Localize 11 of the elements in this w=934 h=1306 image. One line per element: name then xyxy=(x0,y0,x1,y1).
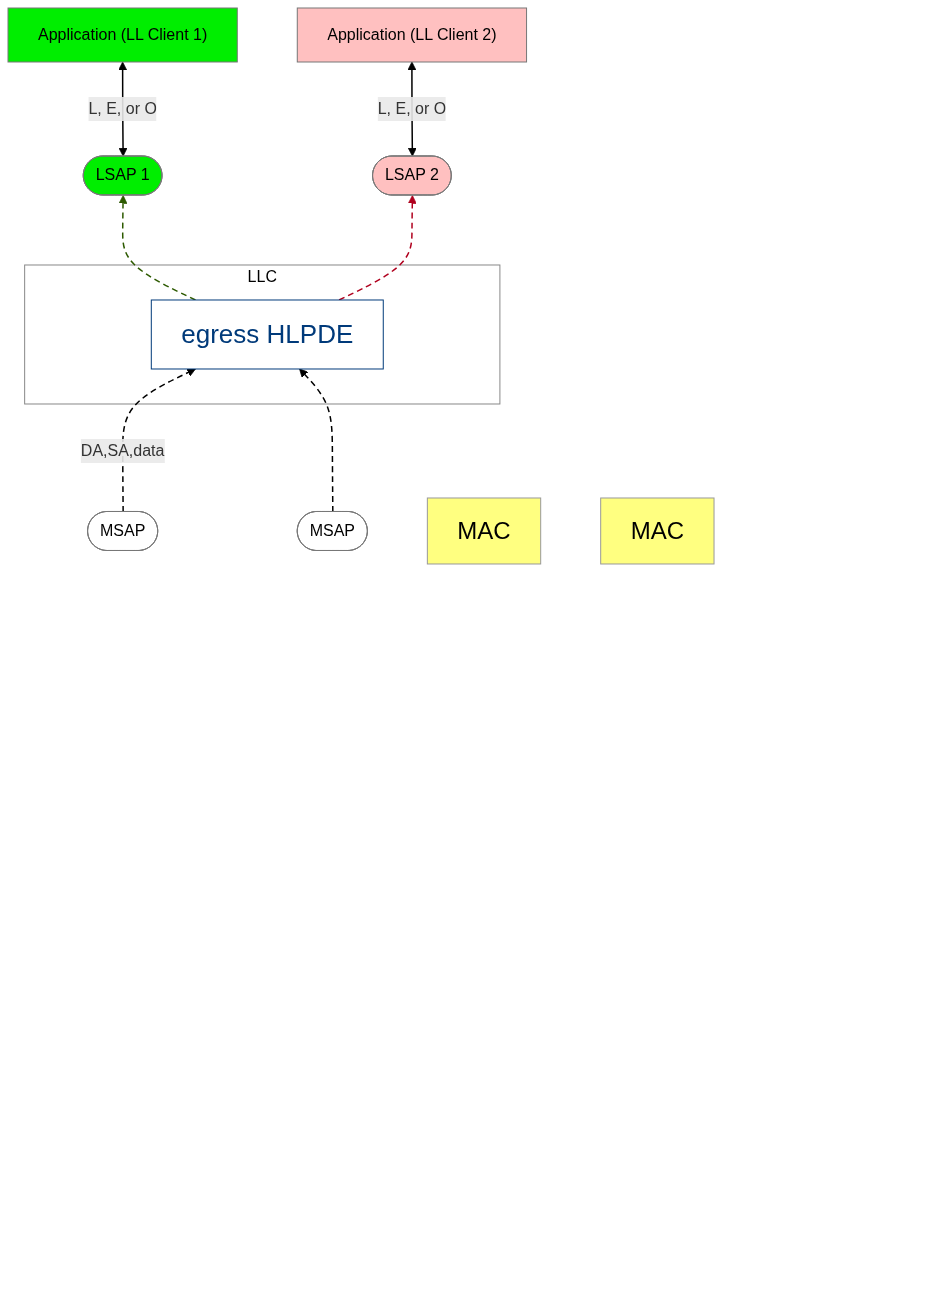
node-box: Application (LL Client 2) xyxy=(296,7,528,63)
arrow xyxy=(121,368,196,513)
node-box: egress HLPDE xyxy=(150,299,384,370)
edge-label: L, E, or O xyxy=(88,100,157,117)
node-box: MAC xyxy=(600,497,715,565)
edge-label: DA,SA,data xyxy=(80,441,165,459)
node-box: Application (LL Client 1) xyxy=(7,7,238,63)
edge-label: L, E, or O xyxy=(377,100,447,117)
arrow xyxy=(299,368,334,513)
node-box: MAC xyxy=(426,497,542,565)
arrow xyxy=(338,195,417,301)
